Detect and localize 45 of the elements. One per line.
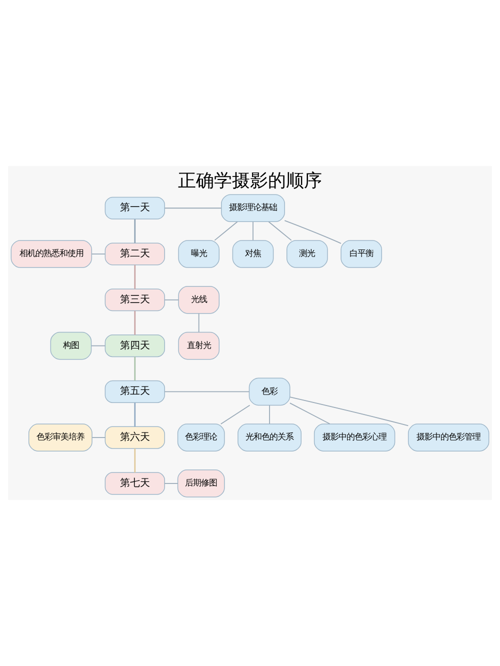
node-box: 第二天 <box>104 242 165 266</box>
connector <box>290 396 409 426</box>
connector <box>214 221 238 241</box>
connector <box>164 208 222 209</box>
diagram-title: 正确学摄影的顺序 <box>178 170 322 192</box>
node-box: 相机的熟悉和使用 <box>10 240 92 268</box>
node-box: 色彩 <box>248 378 290 406</box>
node-box: 第三天 <box>104 288 165 312</box>
node-box: 摄影理论基础 <box>221 194 285 222</box>
node-box: 直射光 <box>178 332 220 360</box>
connector <box>164 299 179 300</box>
connector <box>164 483 178 484</box>
node-box: 色彩审美培养 <box>28 424 92 452</box>
connector <box>91 345 106 346</box>
node-box: 第六天 <box>104 426 165 449</box>
connector <box>164 391 250 392</box>
connector <box>284 220 342 244</box>
node-box: 白平衡 <box>340 240 382 268</box>
node-box: 色彩理论 <box>177 424 225 452</box>
connector <box>134 265 136 289</box>
connector <box>198 313 200 333</box>
node-box: 构图 <box>50 332 92 360</box>
node-box: 第七天 <box>104 472 165 495</box>
connector <box>134 356 136 381</box>
node-box: 摄影中的色彩管理 <box>408 424 490 452</box>
node-box: 第五天 <box>104 380 165 403</box>
node-box: 第一天 <box>104 196 165 220</box>
connector <box>220 404 250 424</box>
connector <box>134 219 136 244</box>
node-box: 光和色的关系 <box>238 424 302 452</box>
node-box: 第四天 <box>104 334 165 358</box>
node-box: 曝光 <box>178 240 220 268</box>
node-box: 测光 <box>286 240 328 268</box>
node-box: 对焦 <box>232 240 274 268</box>
connector <box>134 448 136 472</box>
connector <box>268 221 292 241</box>
connector <box>252 221 254 241</box>
connector <box>92 437 106 438</box>
connector <box>134 310 136 335</box>
node-box: 摄影中的色彩心理 <box>314 424 396 452</box>
connector <box>269 404 270 424</box>
connector <box>134 402 136 427</box>
node-box: 光线 <box>178 286 220 314</box>
connector <box>289 402 330 424</box>
node-box: 后期修图 <box>177 470 225 498</box>
